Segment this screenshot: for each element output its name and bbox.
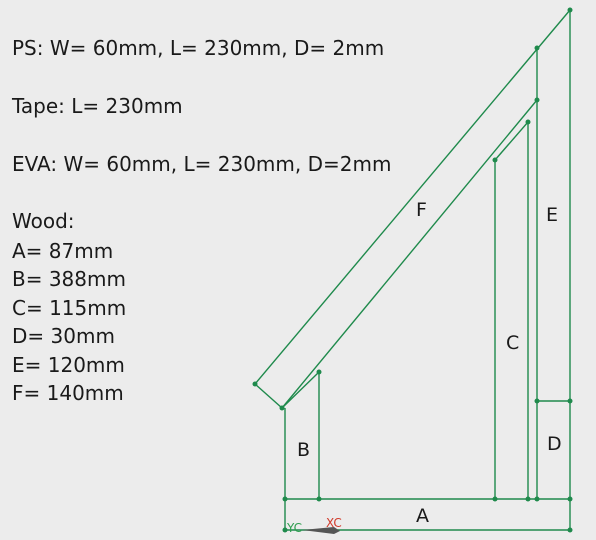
label-f: F: [416, 199, 427, 221]
axis-arrow-icon: [302, 527, 340, 534]
label-d: D: [547, 433, 562, 455]
edge-inner-slope-2: [281, 371, 320, 409]
wireframe-edges: [254, 9, 571, 531]
wood-spec-a: A= 87mm: [12, 239, 114, 263]
label-e: E: [546, 204, 558, 226]
wood-heading: Wood:: [12, 209, 75, 233]
axis-triad: YC XC: [286, 516, 342, 535]
label-b: B: [297, 439, 310, 461]
wood-spec-c: C= 115mm: [12, 296, 127, 320]
vertex-nodes: [252, 7, 573, 533]
wood-spec-f: F= 140mm: [12, 381, 124, 405]
eva-spec: EVA: W= 60mm, L= 230mm, D=2mm: [12, 152, 392, 176]
part-labels: F E C B D A: [297, 199, 562, 527]
wood-spec-b: B= 388mm: [12, 267, 126, 291]
wood-spec-d: D= 30mm: [12, 324, 115, 348]
label-a: A: [416, 505, 429, 527]
label-c: C: [506, 332, 519, 354]
tape-spec: Tape: L= 230mm: [12, 94, 183, 118]
edge-inner-slope: [494, 121, 529, 161]
edge-f-end: [254, 383, 283, 409]
ps-spec: PS: W= 60mm, L= 230mm, D= 2mm: [12, 36, 385, 60]
xc-axis-label: XC: [326, 516, 342, 530]
edge-f-lower: [281, 99, 538, 409]
edge-f-upper: [254, 9, 571, 385]
yc-axis-label: YC: [286, 521, 302, 535]
wood-spec-e: E= 120mm: [12, 353, 125, 377]
